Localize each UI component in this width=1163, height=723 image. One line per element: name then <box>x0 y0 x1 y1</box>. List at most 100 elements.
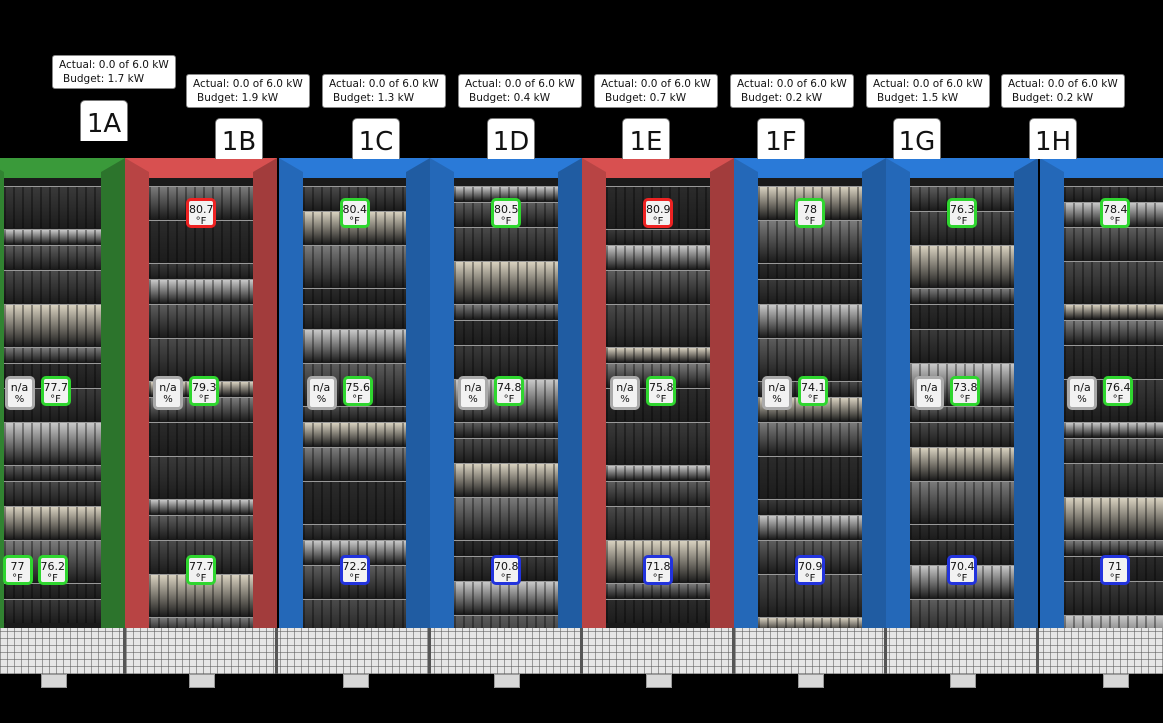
humidity-unit: % <box>772 394 782 405</box>
server-unit <box>454 422 558 437</box>
server-unit <box>910 481 1014 523</box>
top-temp-sensor-value: 80.7 <box>189 203 214 216</box>
bottom-temp-sensor-unit: °F <box>804 573 816 584</box>
mid-temp-sensor: 79.3°F <box>189 376 219 406</box>
bottom-temp-sensor-value: 71.8 <box>646 560 671 573</box>
server-unit <box>454 261 558 303</box>
server-unit <box>4 422 101 464</box>
server-unit <box>910 304 1014 328</box>
power-budget-text: Budget: 0.7 kW <box>605 92 687 104</box>
top-temp-sensor: 78.4°F <box>1100 198 1130 228</box>
server-unit <box>149 279 253 303</box>
server-unit <box>758 338 862 380</box>
power-actual-text: Actual: 0.0 of 6.0 kW <box>737 78 847 90</box>
server-unit <box>303 524 406 539</box>
humidity-sensor: n/a% <box>458 376 488 410</box>
server-unit <box>758 304 862 337</box>
rack-label[interactable]: 1G <box>893 118 941 159</box>
mid-temp-sensor-value: 79.3 <box>192 381 217 394</box>
rack-label[interactable]: 1A <box>80 100 128 141</box>
server-unit <box>454 540 558 555</box>
rack-side-right <box>1014 158 1038 628</box>
top-temp-sensor-unit: °F <box>195 216 207 227</box>
humidity-sensor: n/a% <box>762 376 792 410</box>
rack-1a[interactable] <box>0 158 125 628</box>
humidity-value: n/a <box>464 381 482 394</box>
top-temp-sensor: 80.9°F <box>643 198 673 228</box>
rack-label[interactable]: 1D <box>487 118 535 159</box>
rack-label[interactable]: 1B <box>215 118 263 159</box>
rack-label[interactable]: 1E <box>622 118 670 159</box>
humidity-value: n/a <box>616 381 634 394</box>
floor-seam <box>732 628 735 674</box>
rack-top-panel <box>430 158 582 178</box>
server-unit <box>1064 422 1163 437</box>
server-unit <box>149 515 253 539</box>
rack-top-panel <box>886 158 1038 178</box>
rack-1g[interactable] <box>886 158 1038 628</box>
power-budget-text: Budget: 0.2 kW <box>741 92 823 104</box>
bottom-temp-sensor: 70.4°F <box>947 555 977 585</box>
mid-temp-sensor: 75.6°F <box>342 376 373 406</box>
server-unit <box>910 329 1014 362</box>
bottom-temp-sensor: 72.2°F <box>339 555 370 585</box>
rack-top-panel <box>734 158 886 178</box>
server-unit <box>149 338 253 380</box>
humidity-value: n/a <box>920 381 938 394</box>
server-unit <box>1064 320 1163 344</box>
floor-seam <box>428 628 431 674</box>
server-unit <box>910 406 1014 421</box>
power-actual-text: Actual: 0.0 of 6.0 kW <box>193 78 303 90</box>
rack-side-left <box>1040 158 1064 628</box>
server-unit <box>4 599 101 623</box>
rack-side-left <box>125 158 149 628</box>
rack-label[interactable]: 1C <box>352 118 400 159</box>
humidity-unit: % <box>468 394 478 405</box>
floor-pedestal <box>950 674 976 688</box>
server-unit <box>758 263 862 278</box>
floor-pedestal <box>189 674 215 688</box>
server-unit <box>454 615 558 628</box>
mid-temp-sensor: 73.8°F <box>950 376 980 406</box>
server-unit <box>303 406 406 421</box>
server-unit <box>910 524 1014 539</box>
server-unit <box>758 422 862 455</box>
server-unit <box>4 229 101 244</box>
server-unit <box>1064 227 1163 260</box>
server-unit <box>758 279 862 303</box>
power-budget-text: Budget: 1.7 kW <box>63 73 145 85</box>
top-temp-sensor-unit: °F <box>500 216 512 227</box>
humidity-unit: % <box>316 394 327 405</box>
humidity-sensor: n/a% <box>914 376 944 410</box>
floor-seam <box>123 628 126 674</box>
rack-side-right <box>406 158 430 628</box>
server-unit <box>606 245 710 269</box>
bottom-temp-sensor: 70.9°F <box>795 555 825 585</box>
server-unit <box>4 347 101 362</box>
bottom-left-temp-sensor: 77°F <box>2 555 33 585</box>
rack-label[interactable]: 1H <box>1029 118 1077 159</box>
server-unit <box>454 304 558 319</box>
bottom-temp-sensor: 76.2°F <box>37 555 68 585</box>
server-unit <box>606 422 710 464</box>
top-temp-sensor-value: 80.5 <box>494 203 519 216</box>
server-unit <box>149 422 253 455</box>
bottom-temp-sensor: 70.8°F <box>491 555 521 585</box>
bottom-temp-sensor-value: 76.2 <box>40 560 66 573</box>
rack-side-left <box>886 158 910 628</box>
server-unit <box>303 481 406 523</box>
server-unit <box>303 422 406 446</box>
server-unit <box>454 186 558 201</box>
floor-seam <box>275 628 278 674</box>
mid-temp-sensor-unit: °F <box>1112 394 1124 405</box>
rack-label[interactable]: 1F <box>757 118 805 159</box>
power-actual-text: Actual: 0.0 of 6.0 kW <box>59 59 169 71</box>
rack-side-left <box>430 158 454 628</box>
server-unit <box>149 617 253 628</box>
server-unit <box>454 463 558 496</box>
server-unit <box>910 540 1014 564</box>
server-unit <box>1064 261 1163 303</box>
humidity-sensor: n/a% <box>610 376 640 410</box>
rack-side-left <box>734 158 758 628</box>
